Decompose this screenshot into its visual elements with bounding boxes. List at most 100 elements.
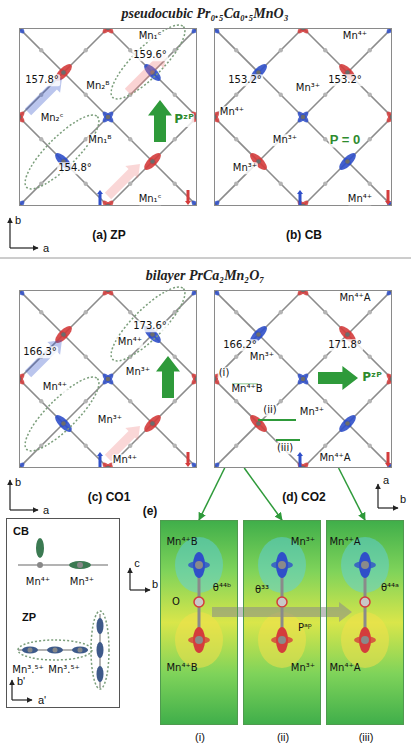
illustration-part [84,310,88,314]
illustration-part [214,290,221,297]
illustration-part [354,561,376,569]
arrow-symbol [185,452,191,467]
illustration-part [190,290,197,297]
atom-label: Pᶻᴾ [173,113,194,127]
illustration-part [190,372,197,386]
atom-label: 166.3° [22,346,58,358]
arrow-symbol [105,164,140,199]
atom-label: Mn₁ᶜ [138,193,163,205]
illustration-part [296,199,310,206]
illustration-part [385,110,392,124]
illustration-part [47,647,63,654]
illustration-part [19,110,26,124]
atom-label: 157.8° [24,74,60,86]
illustration-part [323,137,327,141]
illustration-part [296,461,310,468]
illustration-part [37,562,43,568]
atom-label: Mn⁴⁺ [25,576,51,588]
chain-outline [18,640,92,660]
illustration-part [142,151,164,173]
illustration-part [153,424,198,469]
illustration-part [101,110,115,124]
arrow-symbol [385,190,391,205]
axis-label: a [43,504,49,517]
illustration-part [214,199,221,206]
illustration-part [19,28,26,35]
illustration-part [296,461,310,468]
atom-label: Mn⁴⁺ [42,381,68,393]
illustration-part [19,199,26,206]
illustration-part [150,332,155,337]
illustration-part [214,290,221,297]
illustration-part [53,413,75,435]
atom-label: (i) [218,367,231,379]
panel-label: (a) ZP [92,229,125,243]
panel-label: (ii) [277,731,289,744]
atom-label: Mn⁴⁺A [318,452,351,464]
illustration-part [296,28,310,35]
atom-label: Pᶻᴾ [361,371,382,385]
illustration-part [360,597,370,607]
illustration-part [101,372,115,386]
arrow-symbol [385,452,391,467]
illustration-part [190,461,197,468]
atom-label: Mn³⁺ [69,576,95,588]
illustration-part [97,666,104,682]
panel-label: (iii) [359,731,374,744]
illustration-part [214,199,221,206]
illustration-part [19,461,26,468]
illustration-part [234,355,238,359]
illustration-part [9,218,10,248]
illustration-part [173,48,177,52]
illustration-part [368,93,372,97]
illustration-part [19,290,64,335]
arrow-symbol [148,100,172,142]
illustration-part [214,461,221,468]
illustration-part [296,110,310,124]
atom-label: 153.2° [327,74,363,86]
atom-label: 171.8° [327,339,363,351]
illustration-part [101,290,115,297]
illustration-part [368,48,372,52]
illustration-part [190,199,197,206]
atom-label: Mn₁ᴮ [87,134,112,146]
illustration-part [279,93,283,97]
illustration-part [368,137,372,141]
illustration-part [190,461,197,468]
illustration-part [19,28,64,73]
illustration-part [188,561,210,569]
illustration-part [10,247,38,248]
illustration-part [19,28,26,35]
illustration-part [368,399,372,403]
atom-label: (ii) [262,404,277,416]
illustration-part [19,372,26,386]
illustration-part [323,93,327,97]
bond-marker [258,419,296,421]
illustration-part [337,413,359,435]
illustration-part [39,310,43,314]
lattice [214,28,392,206]
illustration-part [59,330,68,339]
illustration-part [190,28,197,35]
illustration-part [368,310,372,314]
atom-label: Mn⁴⁺ [117,336,143,348]
illustration-part [279,355,283,359]
atom-label: Mn³⁺ [232,162,258,174]
illustration-part [36,538,44,558]
illustration-part [323,182,327,186]
illustration-part [39,137,43,141]
illustration-part [101,199,115,206]
axis-label: a [383,474,389,487]
atom-label: Mn³⁺ [291,536,315,548]
axis-label: b [15,214,21,227]
illustration-part [84,444,88,448]
chain-outline [102,278,194,370]
atom-label: 173.6° [132,320,168,332]
illustration-part [84,182,88,186]
atom-label: Mn₂ᴮ [85,80,110,92]
illustration-part [84,355,88,359]
atom-label: Mn³⁺ [125,366,151,378]
illustration-part [84,399,88,403]
illustration-part [296,372,310,386]
atom-label: Pᵃᵖ [298,622,312,634]
